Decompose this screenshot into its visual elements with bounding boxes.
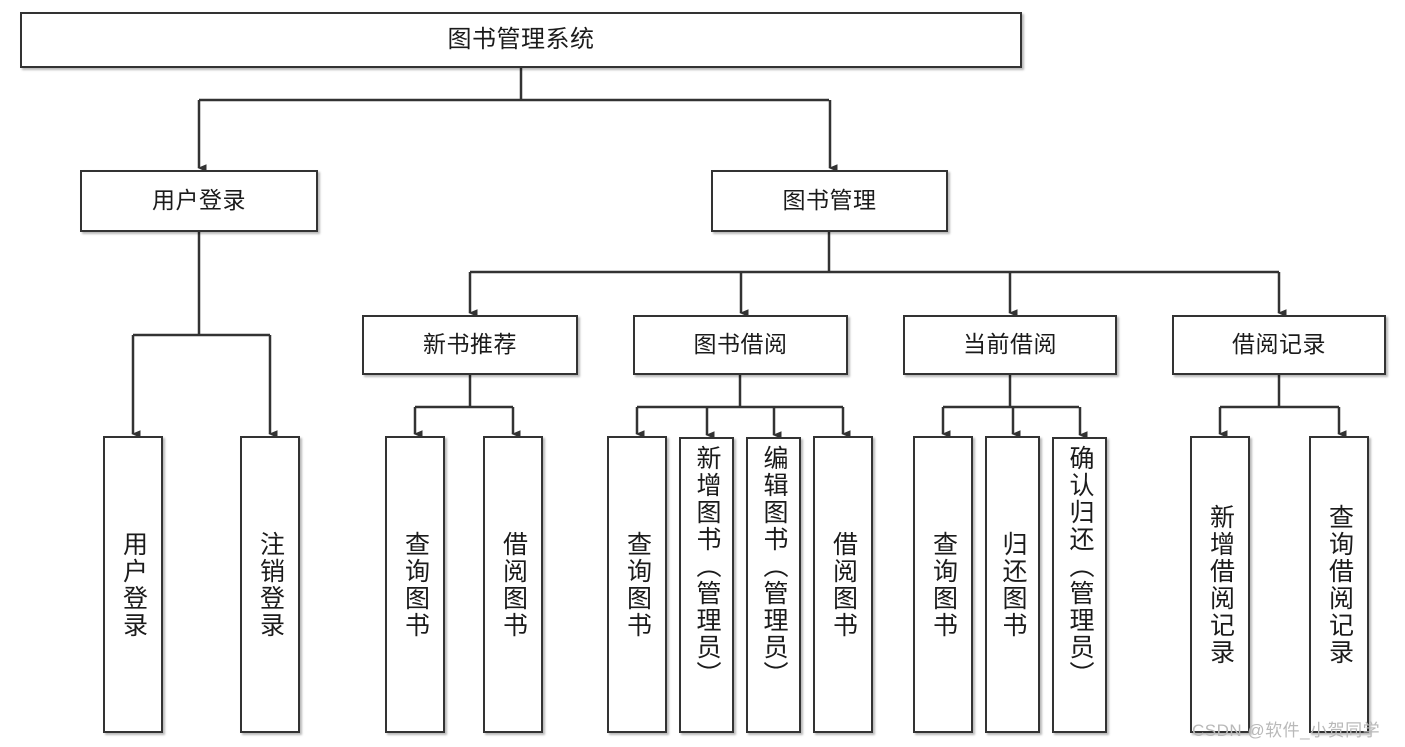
node-leaf-add-record[interactable]: 新增借阅记录 (1190, 436, 1250, 733)
node-label: 新增借阅记录 (1206, 503, 1235, 666)
watermark-text: CSDN @软件_小贺同学 (1192, 721, 1381, 740)
node-label: 借阅记录 (1232, 331, 1326, 358)
node-label: 图书借阅 (693, 331, 788, 358)
node-book-manage[interactable]: 图书管理 (711, 170, 948, 232)
node-label: 借阅图书 (499, 530, 528, 639)
node-label: 新书推荐 (423, 331, 517, 358)
node-new-book-recommend[interactable]: 新书推荐 (362, 315, 578, 375)
node-leaf-query-book-3[interactable]: 查询图书 (913, 436, 973, 733)
node-label: 编辑图书（管理员） (760, 445, 788, 688)
node-leaf-logout[interactable]: 注销登录 (240, 436, 300, 733)
node-leaf-borrow-book-1[interactable]: 借阅图书 (483, 436, 543, 733)
node-label: 查询借阅记录 (1325, 503, 1354, 666)
node-leaf-query-book-2[interactable]: 查询图书 (607, 436, 667, 733)
node-label: 确认归还（管理员） (1066, 445, 1094, 688)
node-leaf-confirm-return[interactable]: 确认归还（管理员） (1052, 437, 1107, 733)
node-leaf-return-book[interactable]: 归还图书 (985, 436, 1040, 733)
node-label: 查询图书 (623, 530, 652, 639)
node-leaf-borrow-book-2[interactable]: 借阅图书 (813, 436, 873, 733)
node-leaf-user-login[interactable]: 用户登录 (103, 436, 163, 733)
node-label: 注销登录 (256, 530, 285, 639)
node-label: 图书管理 (782, 187, 877, 214)
node-book-borrow[interactable]: 图书借阅 (633, 315, 848, 375)
node-current-borrow[interactable]: 当前借阅 (903, 315, 1117, 375)
node-leaf-query-book-1[interactable]: 查询图书 (385, 436, 445, 733)
node-label: 图书管理系统 (447, 25, 595, 53)
node-label: 新增图书（管理员） (693, 445, 721, 688)
node-leaf-add-book[interactable]: 新增图书（管理员） (679, 437, 734, 733)
node-root[interactable]: 图书管理系统 (20, 12, 1022, 68)
node-label: 归还图书 (999, 530, 1027, 639)
node-user-login[interactable]: 用户登录 (80, 170, 318, 232)
node-label: 查询图书 (929, 530, 958, 639)
node-label: 借阅图书 (829, 530, 858, 639)
node-borrow-record[interactable]: 借阅记录 (1172, 315, 1386, 375)
node-leaf-query-record[interactable]: 查询借阅记录 (1309, 436, 1369, 733)
node-label: 当前借阅 (963, 331, 1057, 358)
node-leaf-edit-book[interactable]: 编辑图书（管理员） (746, 437, 801, 733)
node-label: 用户登录 (119, 530, 148, 639)
node-label: 用户登录 (152, 187, 246, 214)
node-label: 查询图书 (401, 530, 430, 639)
